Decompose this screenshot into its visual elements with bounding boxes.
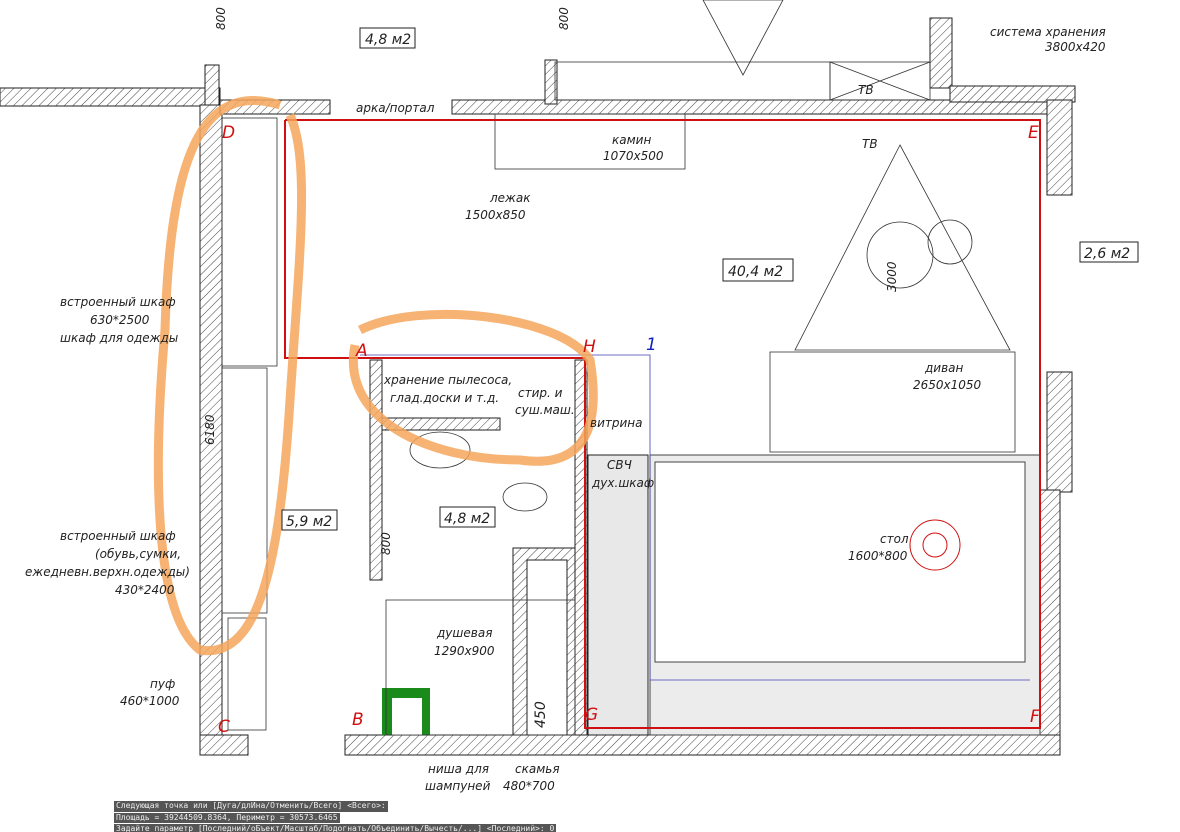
fireplace-label: камин [612,133,651,147]
fireplace-size: 1070x500 [603,149,664,163]
highlight-marks [153,96,598,656]
axis-h: H [583,337,596,357]
door-dim-left: 800 [214,7,228,30]
command-input-line[interactable]: Задайте параметр [Последний/оБъект/Масшт… [114,824,557,832]
axis-e: E [1028,123,1039,143]
command-result-line: Площадь = 39244509.8364, Периметр = 3057… [114,812,340,823]
storage-size: 3800x420 [1045,40,1106,54]
hall-area: 5,9 м2 [286,514,332,530]
showcase-label: витрина [590,416,642,430]
axis-1: 1 [646,335,657,355]
bench-size: 480*700 [503,779,555,793]
labels: 800 4,8 м2 800 арка/портал система хране… [25,7,1139,793]
balcony-area: 2,6 м2 [1084,246,1130,262]
command-line[interactable]: Следующая точка или [Дуга/длИна/Отменить… [114,801,557,832]
wardrobe1-size: 630*2500 [90,313,150,327]
axis-b: B [352,710,364,730]
furniture [221,0,1041,736]
area-top: 4,8 м2 [365,32,411,48]
niche-dim: 450 [533,701,549,728]
walls [0,17,1076,756]
pouf-label: пуф [150,677,175,691]
wardrobe1-label: встроенный шкаф [60,295,176,309]
bath-door-dim: 800 [379,532,393,555]
axis-c: C [218,717,230,737]
axis-g: G [585,705,598,725]
oven-label: дух.шкаф [591,476,654,490]
bench-label: скамья [515,762,560,776]
wardrobe1-note: шкаф для одежды [60,331,178,345]
niche-label: ниша для [428,762,489,776]
shower-label: душевая [436,626,492,640]
pouf-size: 460*1000 [120,694,180,708]
table-label: стол [880,532,909,546]
shower-size: 1290x900 [434,644,495,658]
wardrobe2-label: встроенный шкаф [60,529,176,543]
axis-f: F [1030,707,1040,727]
living-area: 40,4 м2 [728,264,783,280]
washer-label: стир. и [518,386,563,400]
red-contours [284,119,1041,729]
wardrobe2-note1: (обувь,сумки, [95,547,181,561]
utility-storage-label: хранение пылесоса, [383,373,512,387]
storage-label: система хранения [990,25,1106,39]
wardrobe2-size: 430*2400 [115,583,175,597]
tv-label: ТВ [862,137,878,151]
bathroom-area: 4,8 м2 [444,511,490,527]
view-dim: 3000 [885,261,899,292]
table-size: 1600*800 [848,549,908,563]
door-dim-right: 800 [557,7,571,30]
wardrobe2-note2: ежедневн.верхн.одежды) [25,565,190,579]
niche-note: шампуней [425,779,491,793]
dryer-label: суш.маш. [515,403,575,417]
hall-length: 6180 [203,414,217,445]
microwave-label: СВЧ [607,458,632,472]
axis-d: D [222,123,235,143]
command-prompt-line: Следующая точка или [Дуга/длИна/Отменить… [114,801,388,812]
utility-storage-note: глад.доски и т.д. [390,391,499,405]
lounger-size: 1500x850 [465,208,526,222]
sofa-label: диван [924,361,964,375]
lounger-label: лежак [489,191,531,205]
arch-label: арка/портал [356,101,435,115]
sofa-size: 2650x1050 [913,378,982,392]
axis-a: A [355,341,368,361]
tv-top-label: ТВ [858,83,874,97]
